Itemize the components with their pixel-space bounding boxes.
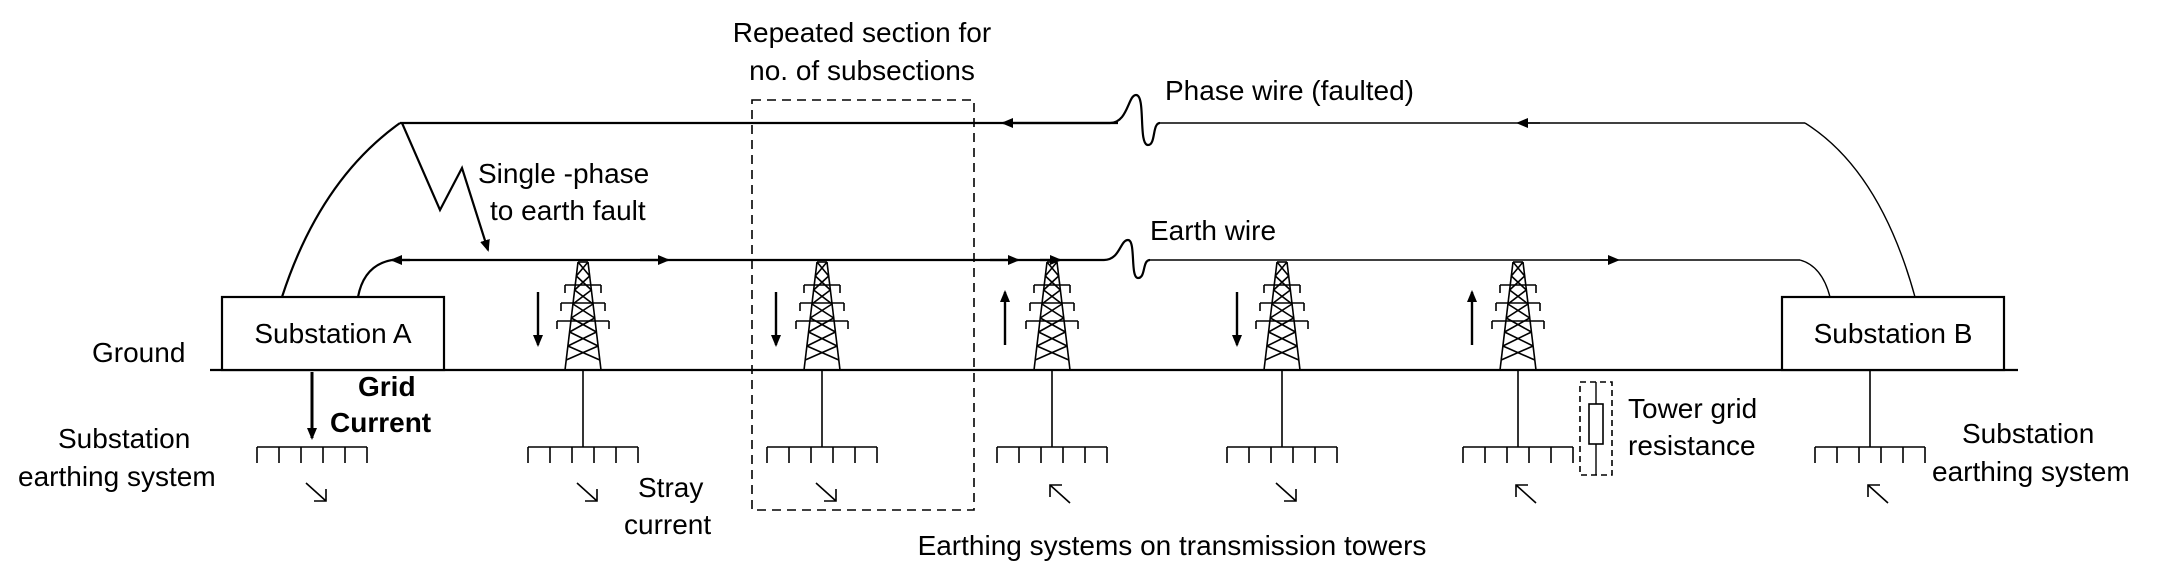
substation-earthing-right-label: Substation	[1962, 418, 2094, 449]
earthing-grid-icon	[527, 370, 639, 502]
stray-current-label: Stray	[638, 472, 703, 503]
tower-icon	[1491, 261, 1545, 371]
earthing-grid-icon	[996, 370, 1108, 504]
earth-wire	[356, 238, 1831, 298]
single-phase-fault-label-2: to earth fault	[490, 195, 646, 226]
substation-b-box	[1780, 295, 2006, 372]
substation-earthing-left-label: Substation	[58, 423, 190, 454]
earthing-grid-icon	[1462, 370, 1574, 504]
phase-wire	[280, 93, 1916, 298]
transmission-towers	[556, 261, 1545, 371]
substation-earthing-left-label-2: earthing system	[18, 461, 216, 492]
stray-current-label-2: current	[624, 509, 711, 540]
fault-lightning	[400, 122, 490, 252]
repeated-section-box	[751, 99, 975, 511]
substation-a-label: Substation A	[254, 318, 412, 349]
earthing-grid-icon	[1814, 370, 1926, 504]
tower-icon	[1025, 261, 1079, 371]
substation-earthing-right-label-2: earthing system	[1932, 456, 2130, 487]
tower-grid-resistance-label-2: resistance	[1628, 430, 1756, 461]
repeated-section-label: Repeated section for	[733, 17, 991, 48]
tower-icon	[556, 261, 610, 371]
tower-grid-resistance-label: Tower grid	[1628, 393, 1757, 424]
tower-icon	[1255, 261, 1309, 371]
grid-current-label-2: Current	[330, 407, 431, 438]
repeated-section-label-2: no. of subsections	[749, 55, 975, 86]
resistor-icon	[1588, 403, 1604, 445]
phase-wire-label: Phase wire (faulted)	[1165, 75, 1414, 106]
earthing-grid-icon	[766, 370, 878, 502]
earthing-grid-icon	[1226, 370, 1338, 502]
tower-icon	[795, 261, 849, 371]
earthing-systems-towers-label: Earthing systems on transmission towers	[918, 530, 1427, 561]
earthing-grids	[256, 370, 1926, 504]
earthing-grid-icon	[256, 446, 368, 502]
ground-label: Ground	[92, 337, 185, 368]
grid-current-label: Grid	[358, 371, 416, 402]
current-arrows	[533, 290, 1477, 347]
earth-wire-label: Earth wire	[1150, 215, 1276, 246]
substation-b-label: Substation B	[1814, 318, 1973, 349]
single-phase-fault-label: Single -phase	[478, 158, 649, 189]
substation-a-box	[220, 295, 446, 372]
